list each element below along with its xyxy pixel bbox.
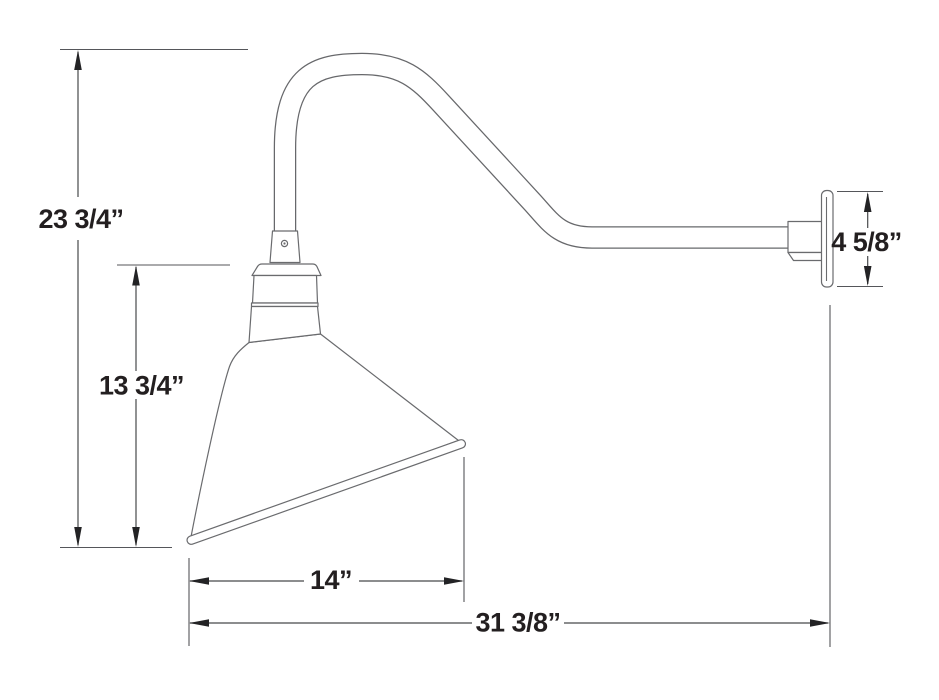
mount-hub-flange: [787, 251, 823, 262]
gooseneck-arm: [275, 53, 806, 256]
dimensions: 23 3/4” 13 3/4” 4 5/8”: [38, 48, 902, 647]
mount-hub: [787, 220, 823, 254]
arrow-down-icon: [74, 527, 82, 547]
overall-projection-label: 31 3/8”: [475, 608, 560, 638]
arrow-up-icon: [132, 265, 140, 286]
shade-width-label: 14”: [310, 565, 352, 595]
arrow-down-icon: [132, 527, 140, 547]
socket-assembly: [248, 230, 322, 344]
arrow-up-icon: [74, 50, 82, 70]
socket-cap: [251, 263, 322, 277]
arrow-left-icon: [189, 619, 209, 627]
shade-cone: [189, 333, 460, 541]
set-screw-center-icon: [283, 242, 286, 245]
fixture-drawing: [186, 52, 834, 545]
arrow-right-icon: [810, 619, 830, 627]
dimension-overall-projection: 31 3/8”: [189, 305, 831, 647]
socket-body: [251, 274, 319, 304]
arrow-left-icon: [189, 577, 209, 585]
socket-skirt: [248, 305, 322, 344]
shade-height-label: 13 3/4”: [99, 371, 184, 401]
dimension-shade-width: 14”: [188, 457, 465, 646]
shade-rim: [186, 439, 467, 545]
dimension-overall-height: 23 3/4”: [38, 48, 248, 549]
arrow-up-icon: [863, 192, 872, 212]
wall-plate: [820, 189, 834, 288]
overall-height-label: 23 3/4”: [38, 204, 123, 234]
shade: [186, 333, 467, 545]
wall-plate-height-label: 4 5/8”: [831, 227, 902, 257]
dimension-wall-plate-height: 4 5/8”: [831, 190, 902, 288]
arrow-down-icon: [863, 266, 872, 286]
dimension-shade-height: 13 3/4”: [99, 264, 230, 547]
arrow-right-icon: [444, 577, 464, 585]
wall-mount: [787, 189, 834, 288]
